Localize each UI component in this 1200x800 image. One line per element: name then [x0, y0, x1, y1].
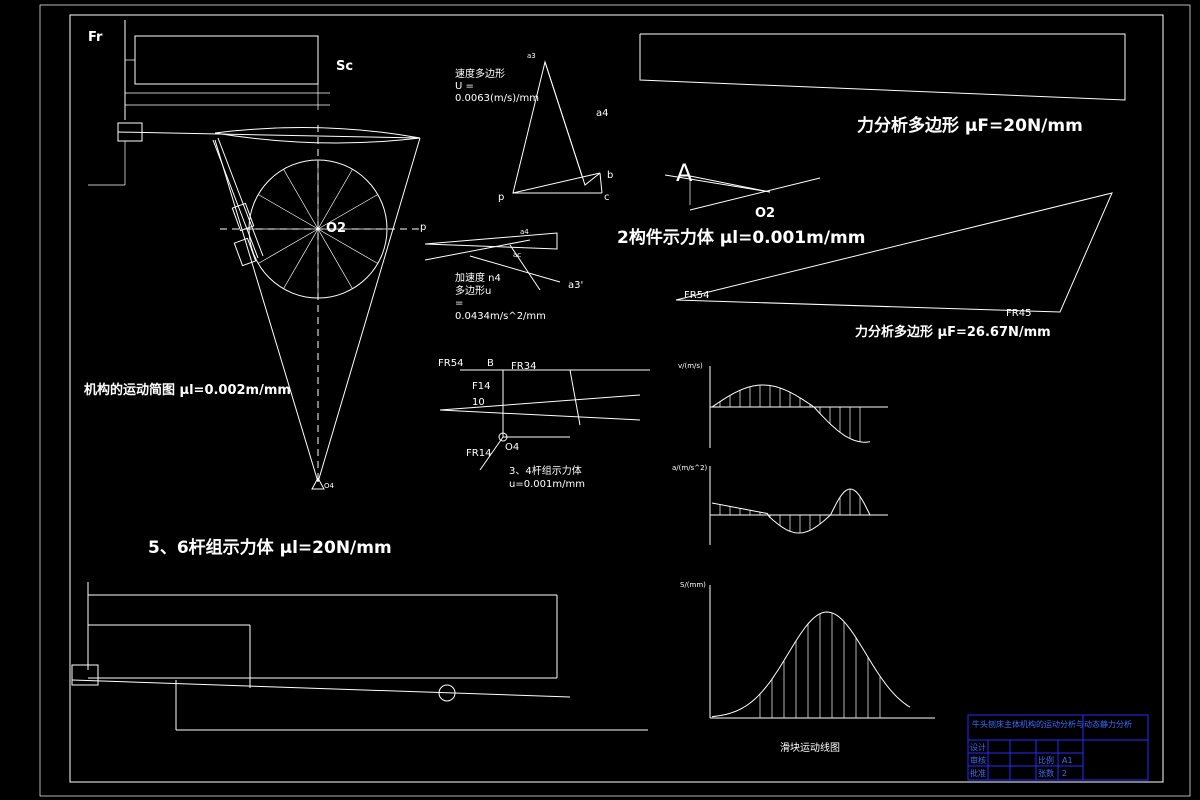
b-label: b: [607, 170, 613, 181]
velocity-chart: v/(m/s): [678, 362, 888, 448]
outer-frame: [39, 4, 1191, 797]
f14-label: F14: [472, 381, 490, 392]
p-label: p: [420, 222, 426, 233]
a4b-label: a4: [520, 228, 529, 236]
acceleration-chart: a/(m/s^2): [672, 464, 888, 545]
title-block: 牛头刨床主体机构的运动分析与动态静力分析 设计 审核 批准 比例 张数 A1 2: [967, 714, 1149, 781]
fb2-title: 2构件示力体 μl=0.001m/mm: [617, 227, 865, 248]
mechanism-diagram: Fr Sc O2 O4 p 机构的运动简图 μl=0.002m/mm: [84, 20, 426, 490]
tb-design: 设计: [970, 742, 986, 752]
fr-label: Fr: [88, 30, 103, 45]
a3-label: a3: [527, 52, 536, 60]
O2b-label: O2: [755, 206, 775, 221]
c-label: c: [604, 192, 610, 203]
ac-label: ac: [513, 251, 521, 259]
inner-frame: [69, 14, 1164, 783]
group-56-fbd: 5、6杆组示力体 μl=20N/mm: [71, 537, 648, 731]
ay-label: a/(m/s^2): [672, 464, 708, 472]
tb-approve: 批准: [970, 768, 986, 778]
ten-label: 10: [472, 397, 485, 408]
tb-check: 审核: [970, 755, 986, 765]
acc-eq: =: [455, 298, 463, 309]
tb-scale: 比例: [1038, 755, 1054, 765]
g34-u: u=0.001m/mm: [509, 479, 585, 490]
mech-title: 机构的运动简图 μl=0.002m/mm: [84, 382, 291, 398]
component-2-fbd: A O2 2构件示力体 μl=0.001m/mm: [617, 159, 865, 248]
vel-val: 0.0063(m/s)/mm: [455, 93, 539, 104]
acc-sub: 多边形u: [455, 284, 491, 297]
vy-label: v/(m/s): [678, 362, 703, 370]
displacement-chart: S/(mm) 滑块运动线图: [680, 581, 935, 754]
big-force-title: 力分析多边形 μF=20N/mm: [857, 115, 1083, 136]
a4-label: a4: [596, 108, 609, 119]
o2-label: O2: [326, 221, 346, 236]
acc-title: 加速度 n4: [455, 271, 501, 284]
tb-count: 张数: [1038, 768, 1054, 778]
B-label: B: [487, 358, 494, 369]
tb-two: 2: [1062, 769, 1067, 778]
sy-label: S/(mm): [680, 581, 706, 589]
tb-a1: A1: [1062, 756, 1073, 765]
group-34-fbd: FR54 B FR34 F14 10 O4 FR14 3、4杆组示力体 u=0.…: [438, 358, 650, 490]
velocity-polygon: 速度多边形 U = 0.0063(m/s)/mm a3 a4 b c p: [455, 52, 613, 203]
A-label: A: [676, 159, 693, 187]
pv-label: p: [498, 192, 504, 203]
fr54-label: FR54: [684, 290, 709, 301]
fr54b-label: FR54: [438, 358, 463, 369]
fr45-label: FR45: [1006, 308, 1031, 319]
a3p-label: a3': [568, 280, 583, 291]
o4b-label: O4: [505, 442, 519, 453]
vel-title: 速度多边形: [455, 67, 505, 80]
o4-label: O4: [324, 482, 335, 490]
sc-label: Sc: [336, 59, 353, 74]
force-polygon-mid: FR54 FR45 力分析多边形 μF=26.67N/mm: [675, 192, 1113, 340]
tb-title: 牛头刨床主体机构的运动分析与动态静力分析: [972, 719, 1132, 729]
force2-title: 力分析多边形 μF=26.67N/mm: [855, 324, 1051, 340]
chart-title: 滑块运动线图: [780, 741, 840, 754]
fr14-label: FR14: [466, 448, 491, 459]
fr34-label: FR34: [511, 361, 536, 372]
vel-u: U =: [455, 81, 474, 92]
g56-title: 5、6杆组示力体 μl=20N/mm: [148, 537, 392, 558]
g34-title: 3、4杆组示力体: [509, 464, 582, 477]
acceleration-polygon: a4 ac a3' 加速度 n4 多边形u = 0.0434m/s^2/mm: [424, 228, 583, 322]
force-polygon-top: 力分析多边形 μF=20N/mm: [639, 33, 1126, 136]
acc-val: 0.0434m/s^2/mm: [455, 311, 546, 322]
